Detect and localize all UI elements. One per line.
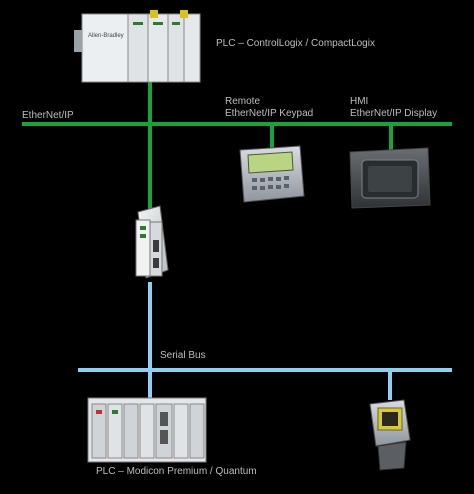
plc-top-label: PLC – ControlLogix / CompactLogix	[216, 38, 375, 49]
barcode-scanner	[369, 399, 411, 471]
keypad-label-line2: EtherNet/IP Keypad	[225, 108, 314, 119]
plc-rack-top	[74, 10, 201, 83]
plc-top-brand: Allen-Bradley	[88, 33, 124, 39]
keypad-label-line1: Remote	[225, 96, 261, 107]
display-label-line2: EtherNet/IP Display	[350, 108, 438, 119]
display-label-line1: HMI	[350, 96, 369, 107]
gateway-module	[135, 205, 169, 279]
plc-rack-bottom	[87, 397, 207, 463]
serial-bus-label: Serial Bus	[160, 350, 206, 361]
serial-bus	[78, 282, 452, 400]
touch-display	[349, 147, 431, 209]
keypad-terminal	[239, 145, 305, 203]
ethernet-bus	[22, 80, 452, 210]
ethernet-bus-label: EtherNet/IP	[22, 110, 74, 121]
plc-bottom-label: PLC – Modicon Premium / Quantum	[96, 466, 257, 477]
